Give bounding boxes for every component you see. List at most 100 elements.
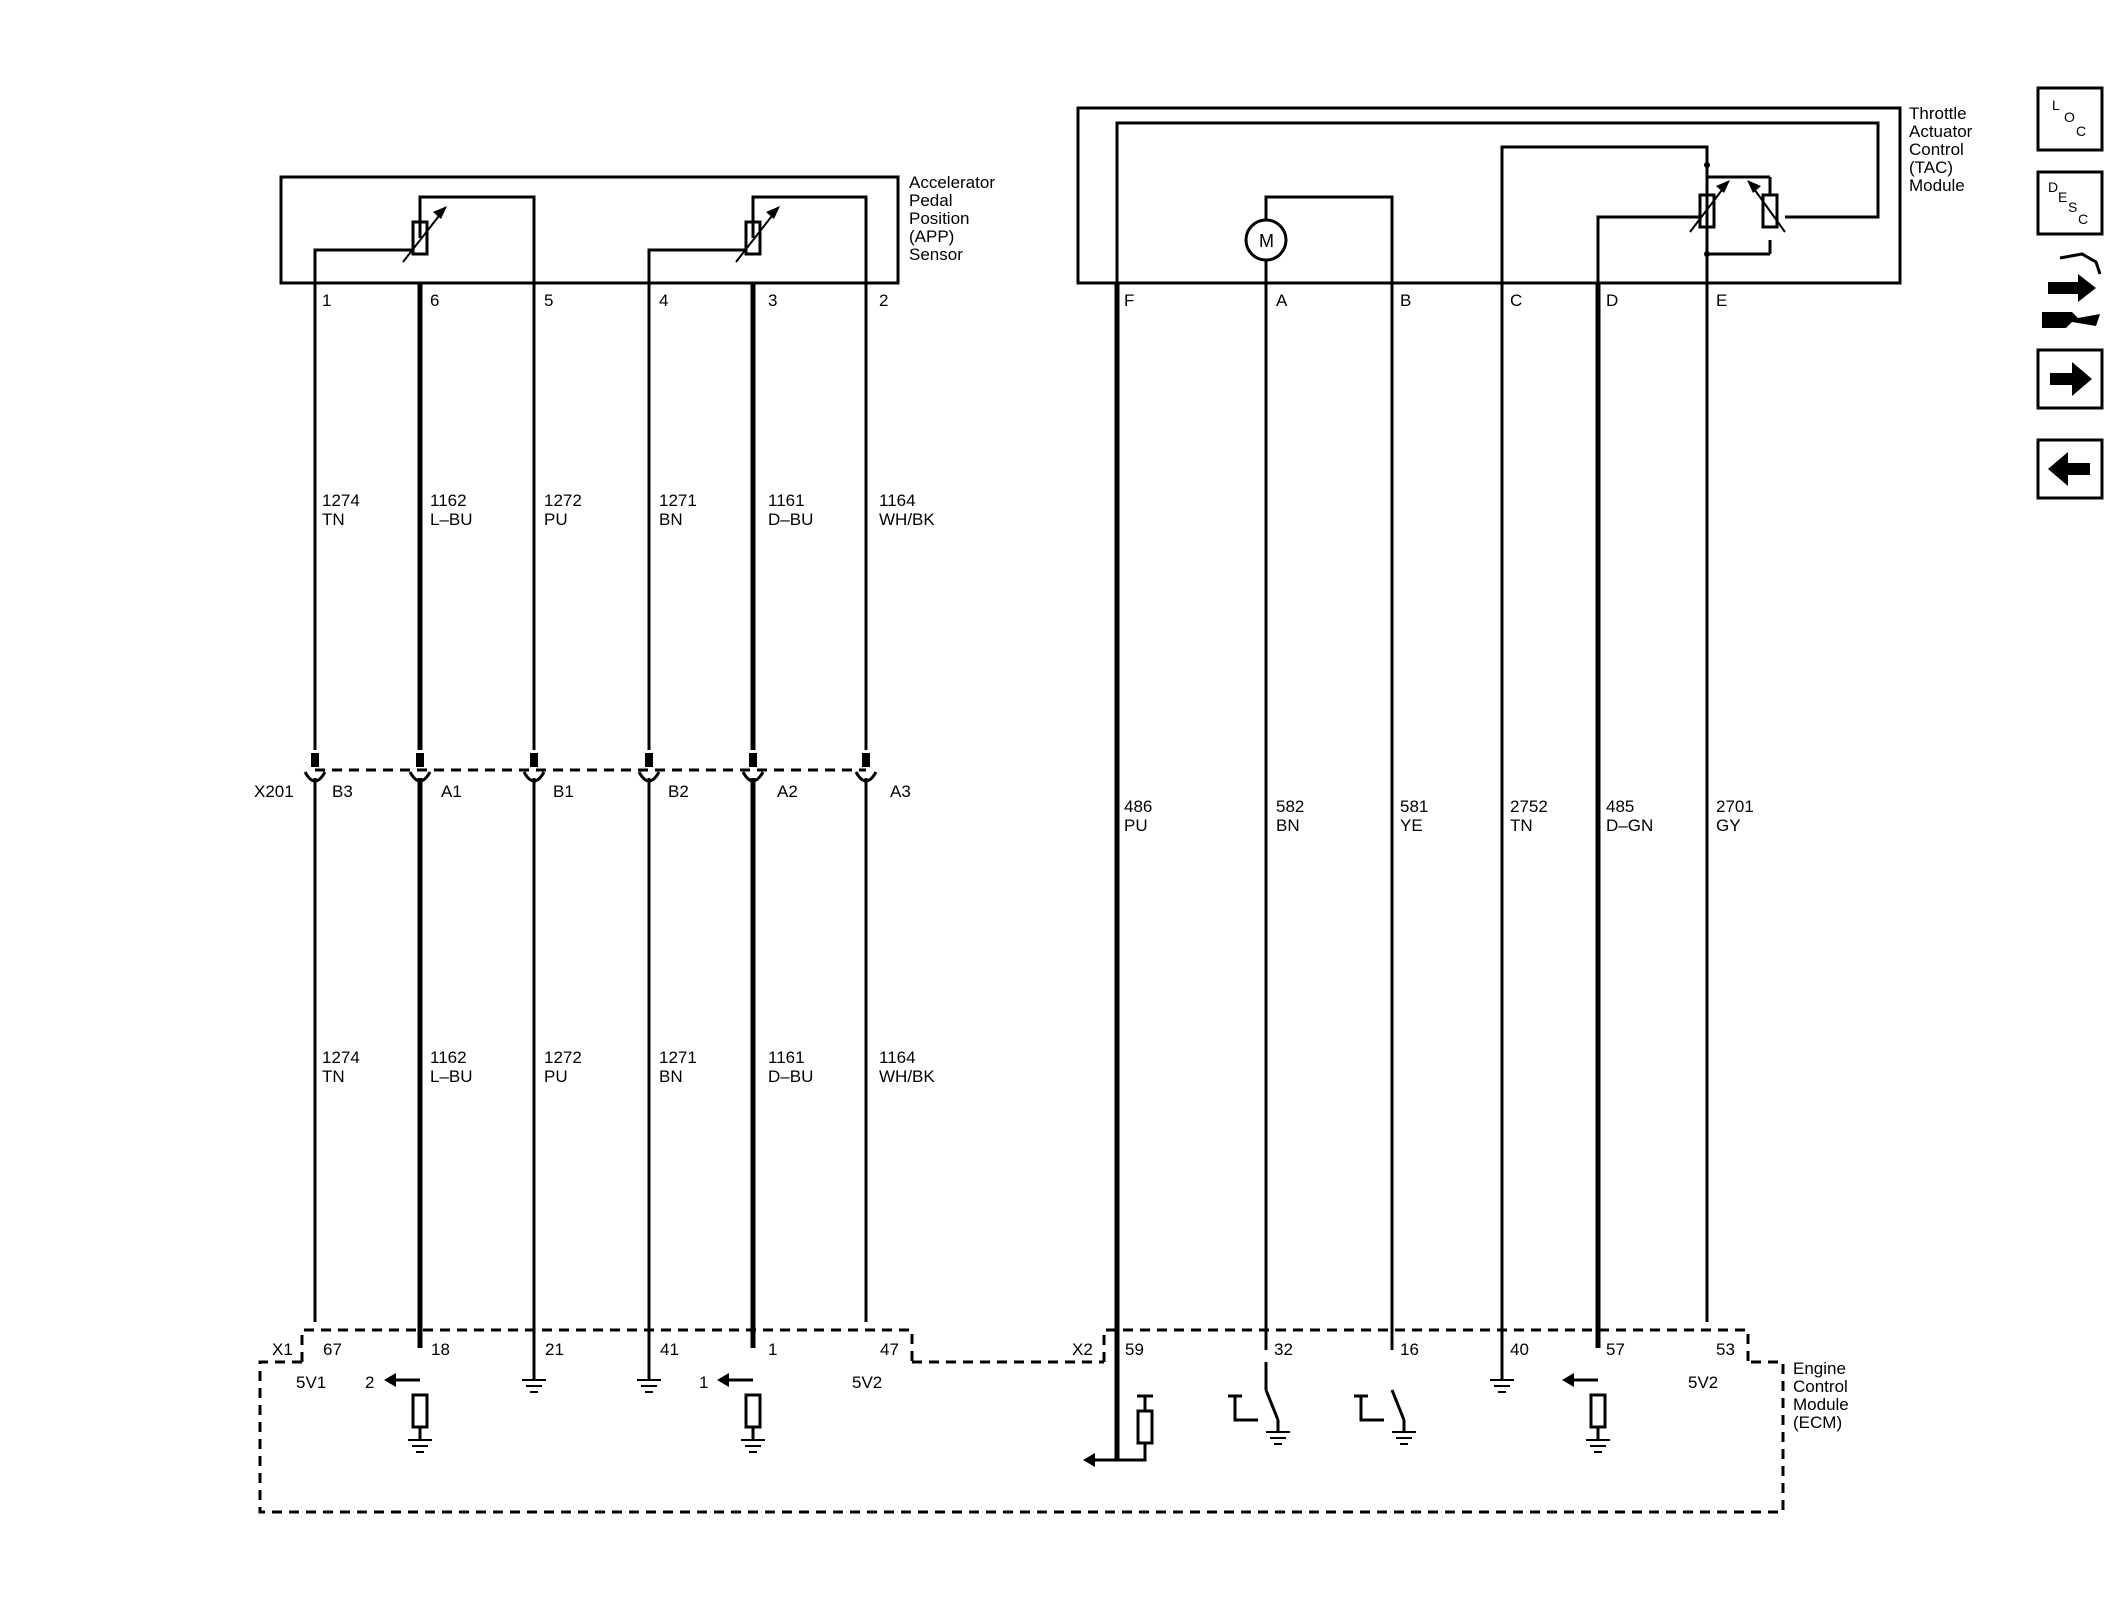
pin-label: B [1400,291,1411,310]
x1-pins: 67 18 21 41 1 47 [323,1340,899,1359]
motor-label: M [1259,231,1274,251]
cavity-label: A3 [890,782,911,801]
pin-label: 47 [880,1340,899,1359]
desc-letter: C [2078,211,2088,227]
wire-color: D–BU [768,1067,813,1086]
wire-color: WH/BK [879,1067,935,1086]
ground-icon [522,1379,546,1393]
pin-label: 21 [545,1340,564,1359]
circuit-number: 1274 [322,491,360,510]
desc-letter: S [2068,199,2077,215]
ecm-name-line: Module [1793,1395,1849,1414]
signal-2-circuit: 2 [365,1373,432,1453]
circuit-number: 1271 [659,491,697,510]
wire-color: PU [1124,816,1148,835]
app-sensor-pins: 1 6 5 4 3 2 [322,291,888,310]
pin-label: C [1510,291,1522,310]
circuit-number: 1161 [768,491,805,510]
ecm: Engine Control Module (ECM) X1 X2 67 18 … [258,1328,1849,1514]
pin-label: F [1124,291,1134,310]
circuit-number: 582 [1276,797,1304,816]
circuit-number: 1274 [322,1048,360,1067]
app-sensor-box [279,175,900,285]
wire-color: YE [1400,816,1423,835]
x2-pins: 59 32 16 40 57 53 [1125,1340,1735,1359]
connector-cavity [303,753,327,783]
next-page-button[interactable] [2036,348,2104,410]
circuit-number: 1162 [430,491,467,510]
wire-color: TN [1510,816,1533,835]
tac-circuit-labels: 486 PU 582 BN 581 YE 2752 TN 485 D–GN 27… [1124,797,1754,835]
pin-label: 59 [1125,1340,1144,1359]
connector-cavity [741,753,765,783]
tac-module-name-line: Control [1909,140,1964,159]
ecm-name-line: Control [1793,1377,1848,1396]
desc-button[interactable]: D E S C [2036,170,2104,236]
arrow-left-icon [2048,452,2090,486]
x1-label: X1 [272,1340,293,1359]
x201-label: X201 [254,782,294,801]
pin-label: 5 [544,291,553,310]
app-sensor-name-line: Pedal [909,191,952,210]
wire-color: TN [322,1067,345,1086]
circuit-number: 486 [1124,797,1152,816]
pin-label: 2 [879,291,888,310]
circuit-number: 1164 [879,1048,916,1067]
loc-button[interactable]: L O C [2036,86,2104,152]
connector-cavity [854,753,878,783]
connector-end-view-icon[interactable] [2042,252,2102,328]
x201-connector: X201 B3 A1 B1 B2 A2 A3 [254,753,911,801]
circuit-number: 1162 [430,1048,467,1067]
loc-letter: O [2064,109,2075,125]
loc-letter: L [2052,97,2060,113]
cavity-label: B3 [332,782,353,801]
pin-label: 32 [1274,1340,1293,1359]
app-sensor-name-line: Position [909,209,969,228]
x2-connector-outline [1102,1328,1750,1362]
signal-number-label: 2 [365,1373,374,1392]
motor-control-circuit [1083,1394,1154,1467]
wire-color: L–BU [430,1067,473,1086]
ecm-name: Engine Control Module (ECM) [1793,1359,1849,1432]
connector-cavity [637,753,661,783]
pin-label: 1 [768,1340,777,1359]
connector-cavity [408,753,432,783]
wire-color: BN [659,510,683,529]
navigation-panel: L O C D E S C [2036,86,2104,500]
ecm-name-line: (ECM) [1793,1413,1842,1432]
connector-cavity [522,753,546,783]
pin-label: 6 [430,291,439,310]
wire-color: D–GN [1606,816,1653,835]
desc-letter: E [2058,189,2067,205]
previous-page-button[interactable] [2036,438,2104,500]
pin-label: A [1276,291,1288,310]
tac-module-name-line: Throttle [1909,104,1967,123]
cavity-label: B2 [668,782,689,801]
wire-color: TN [322,510,345,529]
app-sensor: Accelerator Pedal Position (APP) Sensor … [279,173,995,310]
app-sensor-2-potentiometer [647,195,868,288]
circuit-number: 1164 [879,491,916,510]
pin-label: 3 [768,291,777,310]
app-sensor-name-line: (APP) [909,227,954,246]
circuit-number: 581 [1400,797,1428,816]
loc-letter: C [2076,123,2086,139]
wire-color: PU [544,510,568,529]
motor-icon: M [1244,195,1394,288]
ground-icon [637,1379,661,1393]
tps-sensors [1596,162,1786,288]
pin-label: D [1606,291,1618,310]
wire-color: GY [1716,816,1741,835]
5v2-reference-label: 5V2 [852,1373,882,1392]
pin-label: 67 [323,1340,342,1359]
ecm-name-line: Engine [1793,1359,1846,1378]
pin-label: 1 [322,291,331,310]
tps-signal-circuit [1562,1373,1610,1453]
app-circuit-labels-lower: 1274 TN 1162 L–BU 1272 PU 1271 BN 1161 D… [322,1048,935,1086]
app-wires [313,283,868,1380]
pin-label: E [1716,291,1727,310]
app-sensor-name-line: Sensor [909,245,963,264]
tac-module-pins: F A B C D E [1124,291,1727,310]
tac-module-name: Throttle Actuator Control (TAC) Module [1909,104,1973,195]
